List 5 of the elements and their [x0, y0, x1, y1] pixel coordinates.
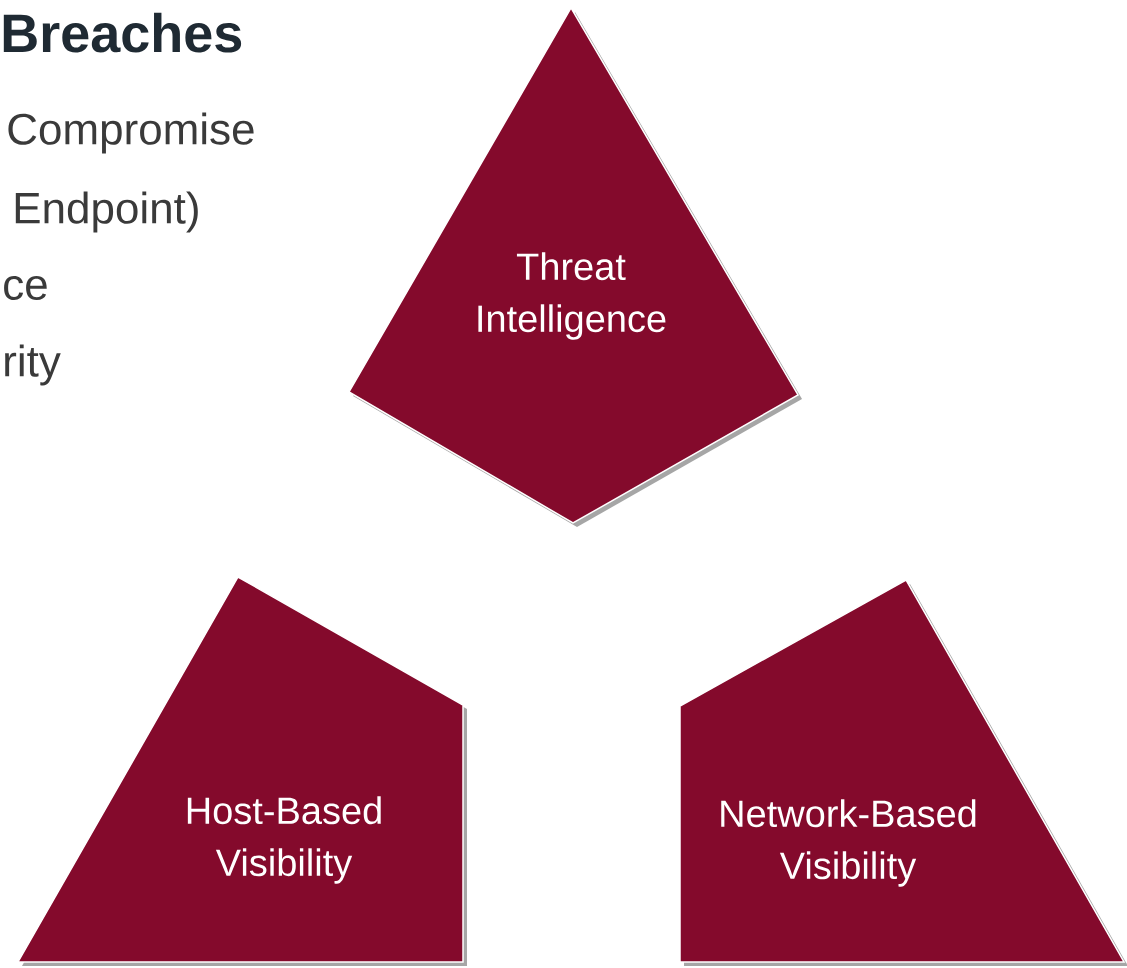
bullet-text: Compromise — [8, 112, 254, 154]
bullet-text: Endpoint) — [15, 191, 198, 233]
bullet-text: ce — [4, 275, 47, 301]
bullet-text: rity — [5, 344, 61, 386]
heading: Breaches — [3, 12, 242, 53]
